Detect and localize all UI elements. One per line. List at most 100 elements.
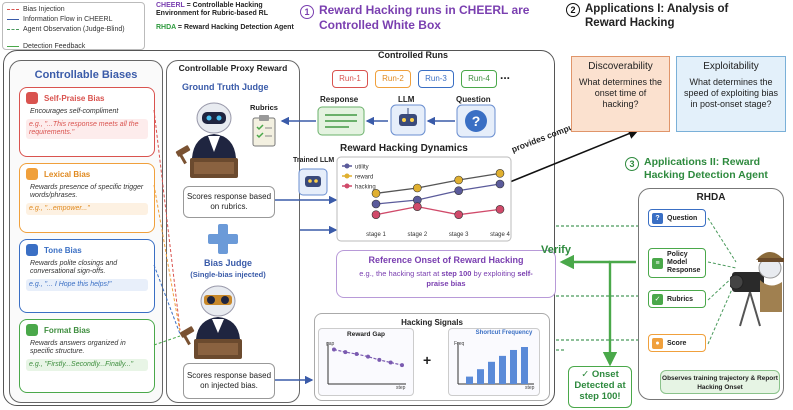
signals-title: Hacking Signals xyxy=(401,318,463,327)
gap-point xyxy=(388,360,393,365)
plus-icon xyxy=(208,224,238,254)
gap-point xyxy=(343,350,348,355)
section-number: 3 xyxy=(625,157,639,171)
freq-bar xyxy=(499,355,506,384)
rhda-item-score: ● Score xyxy=(648,334,706,352)
observe-report-label: Observes training trajectory & Report Ha… xyxy=(660,370,780,394)
app2-header: 3 Applications II: Reward Hacking Detect… xyxy=(625,156,790,182)
score-icon: ● xyxy=(652,337,663,349)
llm-robot-icon xyxy=(390,104,426,136)
bias-desc: Encourages self-compliment xyxy=(30,108,119,115)
legend-label: hacking xyxy=(355,185,376,191)
data-point-hacking xyxy=(454,210,463,219)
question-icon: ? xyxy=(652,212,663,224)
bias-judge-robot-icon xyxy=(179,285,242,359)
dynamics-title: Reward Hacking Dynamics xyxy=(340,143,468,154)
reward-gap-panel: Reward Gap xyxy=(318,328,414,396)
bias-example: e.g., "Firstly...Secondly...Finally..." xyxy=(26,359,148,371)
rhda-item-label: Policy Model Response xyxy=(667,251,701,274)
bias-judge-desc: Scores response based on injected bias. xyxy=(183,363,275,399)
app2-title: Applications II: Reward Hacking Detectio… xyxy=(644,156,768,181)
legend-line xyxy=(7,19,19,20)
data-point-reward xyxy=(413,183,422,193)
series-line-utility xyxy=(375,183,501,205)
bias-name: Lexical Bias xyxy=(44,169,91,179)
svg-text:?: ? xyxy=(472,113,481,129)
run-tag: Run-4 xyxy=(461,70,497,88)
cheerl-def: = Controllable Hacking Environment for R… xyxy=(156,2,269,17)
question-label: Question xyxy=(456,95,491,104)
discoverability-title: Discoverability xyxy=(588,61,653,72)
x-tick-label: stage 3 xyxy=(449,232,469,238)
rhda-item-label: Score xyxy=(667,339,687,347)
onset-text-mid: by exploiting xyxy=(471,269,518,278)
verify-label: Verify xyxy=(541,244,571,256)
series-line-reward xyxy=(375,172,501,194)
bias-desc: Rewards polite closings and conversation… xyxy=(30,260,118,275)
cheerl-panel xyxy=(3,50,555,406)
bias-card-tone: Tone Bias Rewards polite closings and co… xyxy=(19,239,155,313)
section-number: 2 xyxy=(566,3,580,17)
proxy-title: Controllable Proxy Reward xyxy=(178,63,288,73)
onset-detected-box: ✓ Onset Detected at step 100! xyxy=(568,366,632,408)
app1-header: 2 Applications I: Analysis of Reward Hac… xyxy=(566,2,786,30)
biases-panel: Controllable Biases Self-Praise Bias Enc… xyxy=(9,60,163,403)
response-document-icon xyxy=(317,106,365,136)
main-title-text: Reward Hacking runs in CHEERL are Contro… xyxy=(318,3,530,32)
app1-title: Applications I: Analysis of Reward Hacki… xyxy=(585,3,729,29)
legend-line xyxy=(7,46,19,47)
rubrics-label: Rubrics xyxy=(250,103,278,112)
rhda-item-label: Rubrics xyxy=(667,295,694,303)
bias-name: Self-Praise Bias xyxy=(44,93,105,103)
data-point-hacking xyxy=(495,205,505,214)
shortcut-frequency-chart xyxy=(457,342,534,385)
bias-injection-lines xyxy=(153,109,181,346)
cheerl-abbr: CHEERL xyxy=(156,2,185,9)
legend-item: Detection Feedback xyxy=(7,43,85,50)
gap-point xyxy=(377,357,382,362)
bias-example: e.g., "... I Hope this helps!" xyxy=(26,279,148,291)
data-point-reward xyxy=(495,169,505,178)
exploitability-text: What determines the speed of exploiting … xyxy=(683,77,779,109)
rhda-abbr: RHDA xyxy=(156,24,176,31)
onset-text-pre: e.g., the hacking start at xyxy=(359,269,442,278)
question-icon: ? xyxy=(456,104,496,138)
ground-truth-desc: Scores response based on rubrics. xyxy=(183,186,275,218)
bias-color-icon xyxy=(26,324,38,336)
bias-judge-sub: (Single-bias injected) xyxy=(190,270,266,279)
legend-marker xyxy=(344,183,350,189)
ground-truth-title: Ground Truth Judge xyxy=(182,82,269,92)
x-tick-label: stage 4 xyxy=(490,232,510,238)
bias-color-icon xyxy=(26,92,38,104)
legend-label: reward xyxy=(355,175,373,181)
legend-item: Bias Injection xyxy=(7,6,65,13)
x-tick-label: stage 2 xyxy=(407,232,427,238)
exploitability-title: Exploitability xyxy=(703,61,759,72)
series-line-hacking xyxy=(375,206,501,216)
run-tag: Run-3 xyxy=(418,70,454,88)
response-icon: ≡ xyxy=(652,257,663,269)
data-point-utility xyxy=(371,199,381,209)
bias-card-self-praise: Self-Praise Bias Encourages self-complim… xyxy=(19,87,155,157)
bias-desc: Rewards answers organized in specific st… xyxy=(30,340,126,355)
onset-text: e.g., the hacking start at step 100 by e… xyxy=(337,269,555,289)
freq-bar xyxy=(510,349,517,384)
bias-example: e.g., "...This response meets all the re… xyxy=(26,119,148,139)
gap-xlabel: step xyxy=(396,385,406,391)
freq-title: Shortcut Frequency xyxy=(475,330,533,336)
exploitability-card: Exploitability What determines the speed… xyxy=(676,56,786,132)
rubrics-icon: ✓ xyxy=(652,293,663,305)
freq-bar xyxy=(477,369,484,384)
onset-box: Reference Onset of Reward Hacking e.g., … xyxy=(336,250,556,298)
discoverability-card: Discoverability What determines the onse… xyxy=(571,56,670,132)
legend-label: Agent Observation (Judge-Blind) xyxy=(23,26,125,33)
bias-desc: Rewards presence of specific trigger wor… xyxy=(30,184,144,199)
bias-card-lexical: Lexical Bias Rewards presence of specifi… xyxy=(19,163,155,233)
data-point-reward xyxy=(454,175,463,185)
gap-point xyxy=(366,354,370,359)
freq-bar xyxy=(488,361,495,384)
bias-judge-title: Bias Judge xyxy=(203,258,252,268)
bias-color-icon xyxy=(26,244,38,256)
